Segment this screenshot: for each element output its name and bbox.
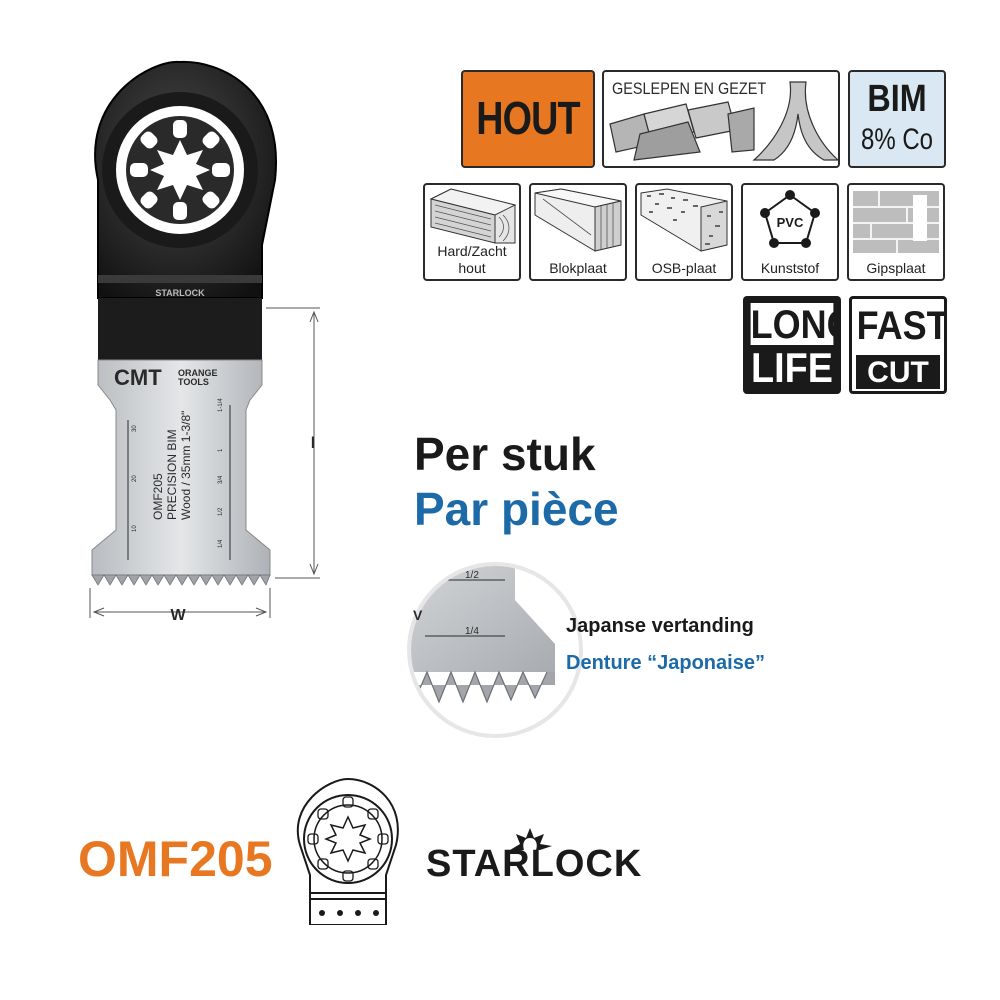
- blade-illustration: STARLOCK CMT ORANGE TOOLS OMF205 PRECISI…: [89, 60, 320, 624]
- headline-per-piece-fr: Par pièce: [414, 483, 619, 535]
- material-label-line1: Hard/Zacht: [437, 243, 507, 259]
- scale-mark-2: 1: [218, 448, 224, 452]
- osb-board-icon: [640, 188, 728, 252]
- blade-mount-head: STARLOCK: [94, 60, 278, 360]
- long-life-badge: LONG LIFE: [743, 296, 841, 394]
- cut-label: CUT: [856, 355, 940, 389]
- starlock-star-icon: [510, 828, 552, 850]
- material-blockboard: Blokplaat: [529, 183, 627, 281]
- scale-mm-2: 20: [132, 475, 138, 482]
- orange-logo-text: ORANGE: [178, 368, 218, 378]
- hout-badge: HOUT: [461, 70, 595, 168]
- pvc-molecule-icon: [760, 190, 820, 248]
- scale-mark-1: 1-1/4: [218, 398, 224, 412]
- scale-mm-3: 10: [132, 525, 138, 532]
- blade-spec-engraving: Wood / 35mm 1-3/8": [179, 411, 193, 520]
- material-hardwood: Hard/Zacht hout: [423, 183, 521, 281]
- wood-block-icon: [429, 188, 517, 244]
- life-label: LIFE: [751, 344, 833, 391]
- hout-label: HOUT: [476, 92, 580, 144]
- material-label: Blokplaat: [549, 260, 607, 276]
- teeth-mark-v: V: [413, 607, 423, 623]
- material-plastic: PVC Kunststof: [741, 183, 839, 281]
- pvc-label: PVC: [776, 215, 804, 230]
- material-label: OSB-plaat: [651, 260, 717, 276]
- cmt-logo: CMT: [114, 365, 162, 390]
- blade-name-engraving: PRECISION BIM: [165, 429, 179, 520]
- blade-steel-body: CMT ORANGE TOOLS OMF205 PRECISION BIM Wo…: [91, 359, 271, 586]
- material-label: Kunststof: [760, 260, 820, 276]
- bim-badge: BIM 8% Co: [848, 70, 946, 168]
- headline-per-piece-nl: Per stuk: [414, 428, 596, 480]
- scale-mark-3: 3/4: [218, 475, 224, 484]
- material-label-line2: hout: [458, 260, 486, 276]
- long-label: LONG: [750, 303, 838, 347]
- teeth-mark-quarter: 1/4: [465, 626, 479, 637]
- scale-mark-4: 1/2: [218, 507, 224, 516]
- fast-cut-badge: FAST CUT: [849, 296, 947, 394]
- starlock-logo: STARLOCK: [426, 820, 641, 900]
- starlock-wordmark: STARLOCK: [426, 843, 643, 885]
- tooth-profile-icon: [609, 81, 838, 161]
- length-dimension-label: l: [311, 435, 315, 452]
- material-plasterboard: Gipsplaat: [847, 183, 945, 281]
- bim-label: BIM: [867, 78, 927, 120]
- japanese-teeth-nl: Japanse vertanding: [566, 615, 754, 637]
- ground-and-set-badge: GESLEPEN EN GEZET: [602, 70, 840, 168]
- teeth-detail-magnifier: 1/2 1/4 V: [407, 562, 583, 738]
- scale-mm-1: 30: [132, 425, 138, 432]
- ground-and-set-label: GESLEPEN EN GEZET: [612, 79, 767, 98]
- plasterboard-wall-icon: [853, 191, 939, 253]
- blade-starlock-mark: STARLOCK: [155, 288, 205, 298]
- tools-logo-text: TOOLS: [178, 377, 209, 387]
- dimension-lines: [89, 307, 320, 618]
- product-code: OMF205: [78, 831, 273, 887]
- width-dimension-label: W: [170, 607, 186, 624]
- scale-mark-5: 1/4: [218, 539, 224, 548]
- blockboard-icon: [534, 188, 622, 252]
- japanese-teeth-fr: Denture “Japonaise”: [566, 652, 765, 674]
- material-label: Gipsplaat: [866, 260, 926, 276]
- teeth-mark-half: 1/2: [465, 570, 479, 581]
- cobalt-label: 8% Co: [860, 123, 934, 156]
- material-osb: OSB-plaat: [635, 183, 733, 281]
- blade-code-engraving: OMF205: [151, 473, 165, 520]
- fast-label: FAST: [856, 304, 947, 348]
- starlock-mount-outline-icon: [296, 777, 399, 925]
